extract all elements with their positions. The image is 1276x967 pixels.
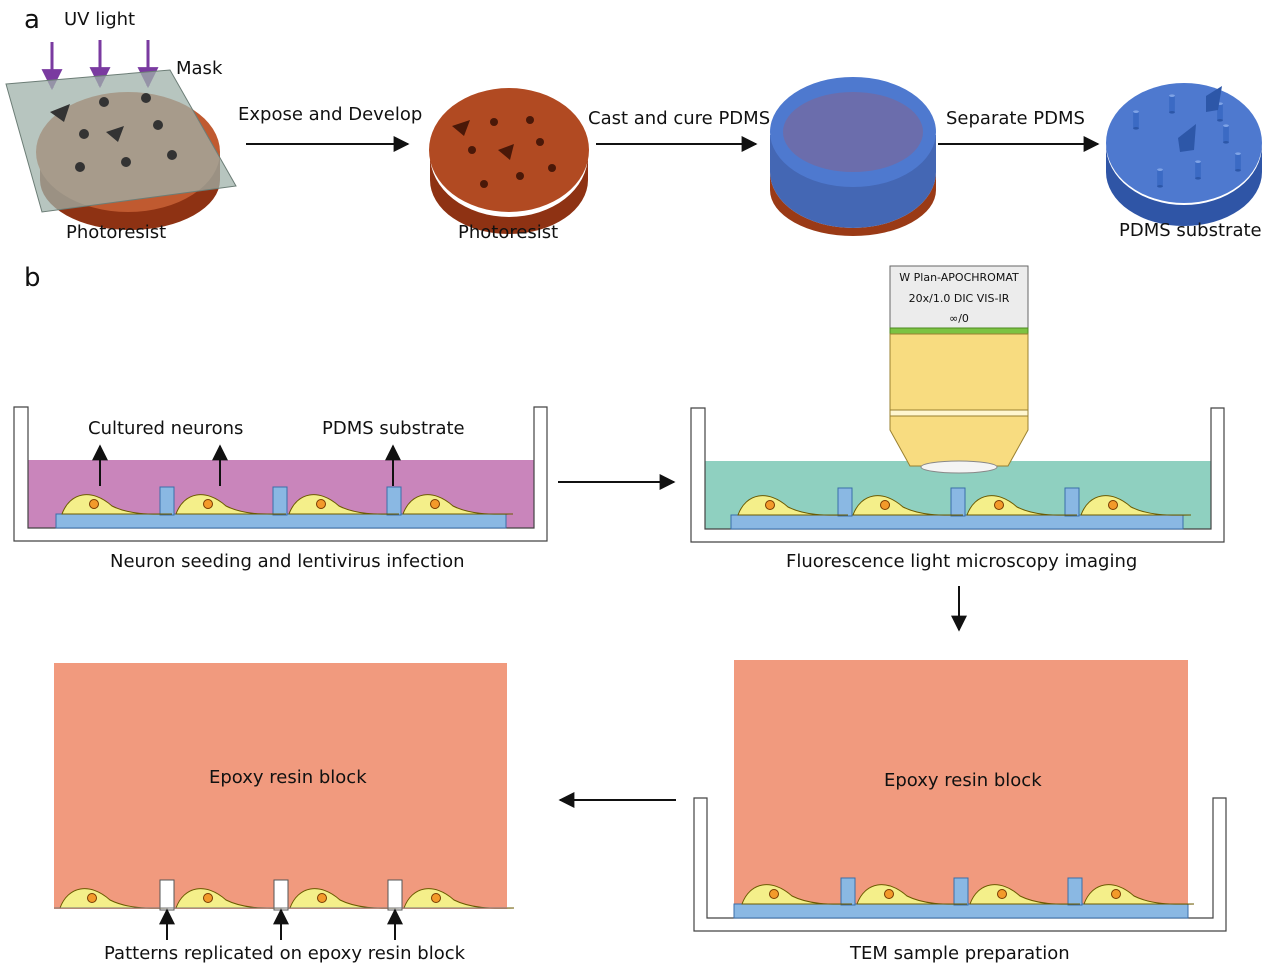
caption-tem: TEM sample preparation <box>849 943 1070 964</box>
pdms-substrate-label-a: PDMS substrate <box>1119 220 1262 241</box>
objective-line-3: ∞/0 <box>949 312 969 325</box>
dish-seeding <box>13 406 548 542</box>
step-separate-label: Separate PDMS <box>946 108 1085 129</box>
dish-fluorescence <box>690 407 1225 543</box>
panel-b-label: b <box>24 263 41 293</box>
step-expose-develop-label: Expose and Develop <box>238 104 422 125</box>
mask-label: Mask <box>176 58 223 79</box>
caption-seeding: Neuron seeding and lentivirus infection <box>110 551 465 572</box>
epoxy-block-label-right: Epoxy resin block <box>884 770 1042 791</box>
cultured-neurons-label: Cultured neurons <box>88 418 243 439</box>
panel-a-label: a <box>24 5 40 35</box>
pdms-on-photoresist <box>770 77 936 236</box>
pdms-substrate-disk <box>1106 83 1262 226</box>
uv-light-label: UV light <box>64 9 135 30</box>
photoresist-label-1: Photoresist <box>66 222 166 243</box>
photoresist-disk-2 <box>429 88 589 234</box>
microscope-objective <box>889 265 1029 474</box>
epoxy-block-label-left: Epoxy resin block <box>209 767 367 788</box>
mask-holes <box>50 93 177 172</box>
objective-line-2: 20x/1.0 DIC VIS-IR <box>909 292 1010 305</box>
objective-line-1: W Plan-APOCHROMAT <box>899 271 1019 284</box>
caption-fluorescence: Fluorescence light microscopy imaging <box>786 551 1137 572</box>
mask-plate <box>5 69 237 213</box>
caption-patterns: Patterns replicated on epoxy resin block <box>104 943 466 964</box>
tem-sample <box>693 660 1227 932</box>
photoresist-label-2: Photoresist <box>458 222 558 243</box>
pdms-substrate-label-b: PDMS substrate <box>322 418 465 439</box>
step-cast-cure-label: Cast and cure PDMS <box>588 108 770 129</box>
epoxy-block <box>54 663 515 911</box>
